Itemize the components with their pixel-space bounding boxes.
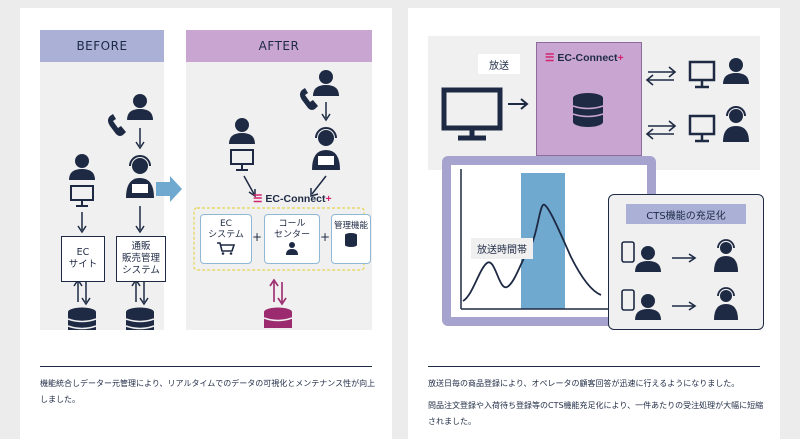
arrow-right-icon — [672, 301, 697, 311]
before-header: BEFORE — [40, 30, 164, 62]
phone-icon — [108, 114, 126, 136]
left-caption: 機能統合しデーター元管理により、リアルタイムでのデータの可視化とメンテナンス性が… — [40, 379, 376, 404]
plus-sign: + — [252, 230, 263, 244]
smartphone-icon — [621, 289, 635, 311]
database-icon — [67, 306, 97, 330]
database-icon — [572, 93, 604, 127]
call-center-module: コール センター — [264, 214, 320, 264]
after-header: AFTER — [186, 30, 372, 62]
operator-icon — [126, 155, 154, 198]
monitor-icon — [70, 185, 94, 207]
left-card: BEFORE AFTER — [20, 8, 392, 439]
ec-connect-logo: ☰EC-Connect+ — [253, 193, 332, 205]
person-icon — [723, 58, 749, 84]
database-icon — [263, 307, 293, 328]
logo-mark-icon: ☰ — [545, 52, 555, 64]
right-caption-1: 放送日毎の商品登録により、オペレータの顧客回答が迅速に行えるようになりました。 — [428, 379, 740, 388]
arrow-right-icon — [156, 176, 182, 202]
broadcast-label: 放送 — [478, 54, 520, 74]
ec-system-module: EC システム — [200, 214, 252, 264]
admin-module: 管理機能 — [331, 214, 371, 264]
database-icon — [345, 233, 357, 247]
ec-connect-logo: ☰EC-Connect+ — [545, 52, 624, 64]
right-caption-2: 問品注文登録や入荷待ち登録等のCTS機能充足化により、一件あたりの受注処理が大幅… — [428, 401, 764, 426]
monitor-icon — [688, 60, 716, 89]
monitor-icon — [441, 87, 503, 141]
left-divider — [40, 366, 372, 367]
sales-system-box: 通販 販売管理 システム — [116, 236, 166, 282]
monitor-icon — [688, 114, 716, 143]
cts-diagram — [621, 239, 738, 320]
person-icon — [635, 294, 661, 320]
after-panel: AFTER — [186, 30, 372, 330]
monitor-icon — [230, 149, 254, 171]
cart-icon — [217, 242, 236, 255]
ec-site-box: EC サイト — [61, 236, 105, 282]
operator-icon — [714, 239, 738, 272]
operator-icon — [723, 106, 749, 142]
exchange-arrows-icon — [269, 278, 287, 306]
arrow-right-icon — [672, 253, 697, 263]
person-icon — [229, 118, 255, 144]
person-icon — [313, 70, 339, 96]
person-icon — [69, 154, 95, 180]
operator-icon — [714, 287, 738, 320]
right-card: 放送 ☰EC-Connect+ — [408, 8, 780, 439]
person-icon — [635, 246, 661, 272]
cts-title: CTS機能の充足化 — [626, 204, 746, 224]
arrow-right-icon — [508, 98, 529, 110]
before-diagram — [67, 94, 155, 330]
smartphone-icon — [621, 241, 635, 263]
plus-sign: + — [320, 230, 331, 244]
airtime-label: 放送時間帯 — [471, 238, 533, 259]
phone-icon — [300, 88, 318, 110]
database-icon — [125, 306, 155, 330]
logo-mark-icon: ☰ — [253, 193, 263, 205]
after-diagram — [193, 70, 365, 328]
exchange-arrows-icon — [73, 278, 149, 306]
operator-icon — [312, 127, 340, 170]
person-icon — [127, 94, 153, 120]
operator-icon — [286, 242, 298, 255]
right-divider — [428, 366, 760, 367]
broadcast-diagram — [441, 58, 749, 143]
exchange-arrows-icon — [645, 66, 677, 140]
